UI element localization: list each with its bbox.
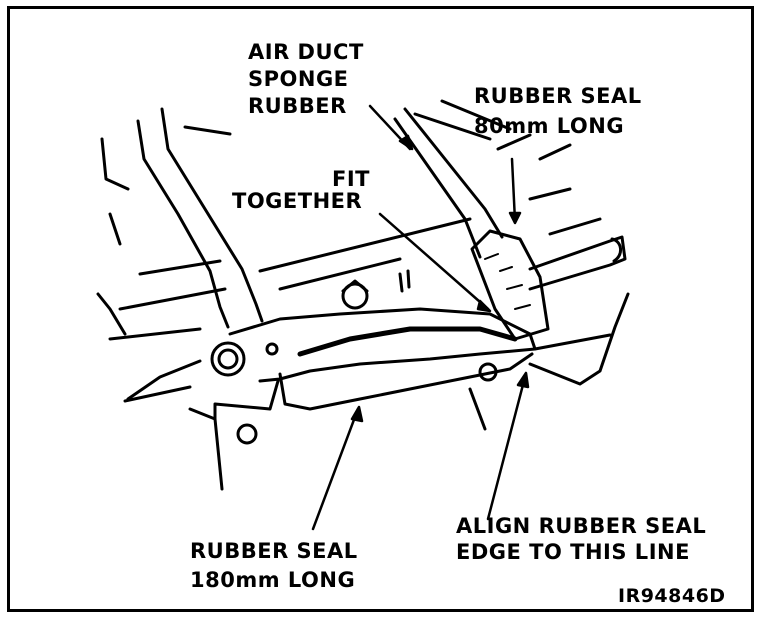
right-duct-right [403,107,504,239]
pipe-end [610,237,622,263]
align-label-line-1: ALIGN RUBBER SEAL [456,514,707,538]
bracket-front [213,379,280,491]
air-duct-label-line-3: RUBBER [248,94,347,118]
right-hole [478,362,498,382]
rubber-seal-180 [297,326,518,357]
right-contour [468,292,630,431]
left-bolt [210,341,246,377]
rubber-seal-180-label-line-1: RUBBER SEAL [190,539,358,563]
bracket-lower [278,352,534,411]
dash-1 [496,133,572,161]
air-duct-label-line-2: SPONGE [248,67,349,91]
figure-code: IR94846D [618,585,726,607]
air-duct-left-edge [136,119,230,329]
fit-together-label-line-2: TOGETHER [232,189,363,213]
pipe [528,235,627,291]
air-duct-right-edge [160,107,264,323]
rubber-seal-80-label-line-2: 80mm LONG [474,114,625,138]
left-contour [96,137,202,401]
air-duct-label-line-1: AIR DUCT [248,40,364,64]
panel-line-3 [138,259,222,276]
lower-hole [236,423,258,445]
air-duct-upper [183,125,232,136]
diagram-frame [7,6,754,612]
dash-2 [528,187,602,236]
hole-small [265,342,279,356]
panel-line-2 [278,257,402,291]
lower-panel [123,385,217,421]
leader-arrows [311,104,530,531]
panel-line-4 [108,287,227,341]
center-bolt [341,282,369,310]
seal-80-dots [484,253,531,310]
right-duct-top [413,99,512,141]
vehicle-panel-illustration [96,99,630,531]
rubber-seal-80 [470,229,550,341]
bolt-stud [398,269,411,293]
align-label-line-2: EDGE TO THIS LINE [456,540,690,564]
panel-line-1 [258,217,472,273]
right-duct-left [393,117,482,259]
rubber-seal-80-label-line-1: RUBBER SEAL [474,84,642,108]
fit-together-label-line-1: FIT [332,167,370,191]
rubber-seal-180-label-line-2: 180mm LONG [190,568,356,592]
